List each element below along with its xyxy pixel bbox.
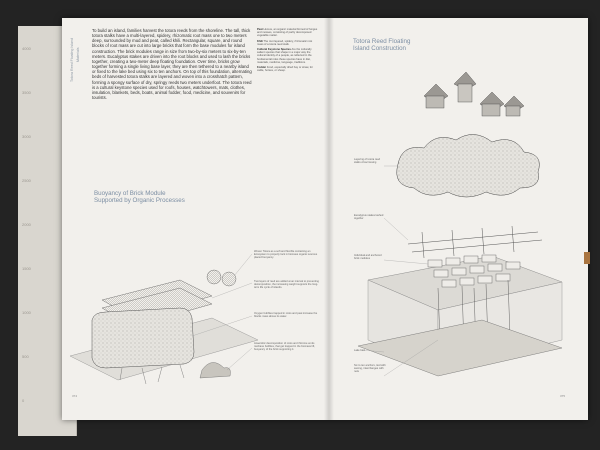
glossary-entry: Cultural Keystone Species Are the cultur… — [257, 48, 319, 64]
peat-pile — [199, 362, 231, 379]
callout-woven-totora: Woven Totora as a soft and flexible cont… — [254, 250, 318, 260]
reed-roll — [206, 269, 222, 285]
scale-label: 3000 — [22, 134, 31, 139]
brick-module-illustration — [69, 71, 563, 385]
callout-oxygen-bubbles: Oxygen bubbles trapped in roots and peat… — [254, 312, 318, 319]
callout-brick-modules: Individual and anchored brick modules — [354, 254, 382, 261]
glossary-notes: Peat Humus, an organic material formed o… — [257, 28, 319, 74]
glossary-definition: Humus, an organic material formed of fun… — [257, 28, 318, 38]
brick-modules — [427, 254, 521, 288]
glossary-definition: Are the culturally salient species that … — [257, 48, 312, 64]
scale-label: 3500 — [22, 90, 31, 95]
reed-roll — [221, 271, 237, 287]
section-heading-construction: Totora Reed Floating Island Construction — [353, 38, 411, 53]
book-gutter — [324, 18, 334, 420]
eucalyptus-frame — [407, 225, 543, 259]
scale-label: 1000 — [22, 310, 31, 315]
callout-eucalyptus-stakes: Eucalyptus stakes lashed together — [354, 214, 384, 221]
glossary-entry: Khili The root layered, spidery, rhizoma… — [257, 40, 319, 46]
scale-label: 1500 — [22, 266, 31, 271]
callout-lake-bed: Lake bed — [354, 349, 365, 352]
body-paragraph: To build an island, families harvest the… — [92, 28, 252, 101]
callout-reed-layers: Two layers of reed are added at an inter… — [254, 280, 319, 290]
section-heading-buoyancy: Buoyancy of Brick Module Supported by Or… — [94, 190, 185, 205]
root-mass-brick — [91, 307, 195, 369]
glossary-definition: The root layered, spidery, rhizomatic ro… — [257, 39, 313, 46]
page-number-left: 374 — [72, 394, 78, 398]
root-strands — [119, 364, 185, 385]
scale-label: 500 — [22, 354, 29, 359]
glossary-term: Khili — [257, 39, 263, 43]
island-construction-illustration — [357, 71, 563, 377]
lake-bed — [357, 319, 563, 377]
glossary-entry: Fodder Food, especially dried hay or str… — [257, 66, 319, 72]
callout-anchors: Six to ten anchors, tied with sarong, in… — [354, 364, 386, 374]
callout-reed-layering: Layering of totora reed stalks crisscros… — [354, 158, 381, 165]
book-spread: Totora Reed Floating Island Materials To… — [62, 18, 590, 420]
callout-leaders — [191, 253, 253, 371]
reed-houses — [423, 71, 525, 117]
scale-label: 4000 — [22, 46, 31, 51]
callout-methane-bubbles: Anaerobic decomposition of roots and rhi… — [254, 342, 315, 352]
glossary-term: Peat — [257, 28, 263, 31]
copper-page-tab — [584, 252, 590, 264]
reed-layer-block — [396, 134, 540, 198]
glossary-definition: Food, especially dried hay or straw, for… — [257, 66, 313, 73]
glossary-term: Cultural Keystone Species — [257, 48, 291, 52]
callout-leaders — [361, 165, 439, 377]
glossary-entry: Peat Humus, an organic material formed o… — [257, 28, 319, 38]
page-number-right: 375 — [560, 394, 566, 398]
scale-label: 0 — [22, 398, 25, 403]
scale-label: 2500 — [22, 178, 31, 183]
glossary-term: Fodder — [257, 66, 267, 70]
scale-label: 2000 — [22, 222, 31, 227]
